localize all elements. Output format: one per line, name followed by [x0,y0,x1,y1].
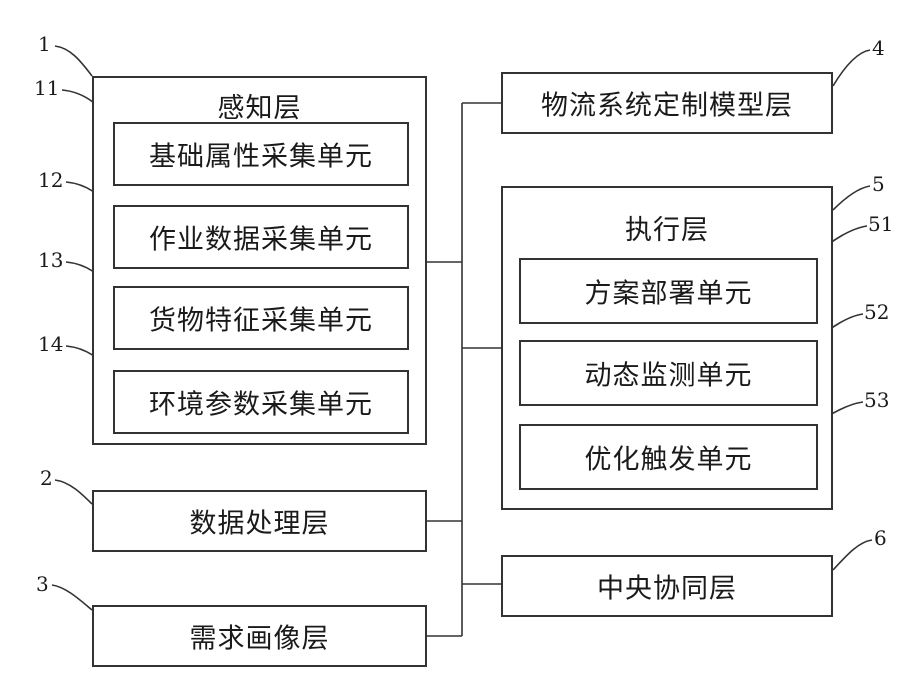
ref-numeral-52: 52 [864,300,889,324]
ref-numeral-12: 12 [38,168,63,192]
central-coordination-layer-box: 中央协同层 [501,555,833,617]
perception-layer-box: 感知层 基础属性采集单元 作业数据采集单元 货物特征采集单元 环境参数采集单元 [92,76,427,445]
perception-unit-operation-data: 作业数据采集单元 [113,205,409,269]
data-processing-layer-label: 数据处理层 [94,502,425,541]
ref-numeral-6: 6 [874,526,887,550]
leader-6 [833,540,872,570]
execution-unit-dynamic-monitoring: 动态监测单元 [519,340,818,406]
perception-layer-title: 感知层 [94,86,425,125]
logistics-model-layer-box: 物流系统定制模型层 [501,72,833,134]
central-coordination-layer-label: 中央协同层 [503,567,831,606]
execution-unit-optimization-trigger: 优化触发单元 [519,424,818,490]
leader-2 [55,480,92,504]
execution-unit-plan-deployment: 方案部署单元 [519,258,818,324]
ref-numeral-2: 2 [40,466,53,490]
demand-profile-layer-label: 需求画像层 [94,617,425,656]
data-processing-layer-box: 数据处理层 [92,490,427,552]
ref-numeral-4: 4 [872,36,885,60]
ref-numeral-53: 53 [864,388,889,412]
ref-numeral-13: 13 [38,248,63,272]
execution-layer-box: 执行层 方案部署单元 动态监测单元 优化触发单元 [501,186,833,510]
leader-4 [833,50,870,86]
perception-unit-cargo-features: 货物特征采集单元 [113,286,409,350]
leader-1 [55,46,92,76]
execution-layer-title: 执行层 [503,208,831,247]
demand-profile-layer-box: 需求画像层 [92,605,427,667]
ref-numeral-5: 5 [872,172,885,196]
perception-unit-environment-params: 环境参数采集单元 [113,370,409,434]
ref-numeral-51: 51 [868,212,893,236]
leader-5 [833,186,870,210]
perception-unit-basic-attributes: 基础属性采集单元 [113,122,409,186]
ref-numeral-11: 11 [34,76,59,100]
leader-3 [52,585,92,610]
ref-numeral-1: 1 [38,32,51,56]
ref-numeral-3: 3 [36,572,49,596]
logistics-model-layer-label: 物流系统定制模型层 [503,84,831,123]
ref-numeral-14: 14 [38,332,63,356]
